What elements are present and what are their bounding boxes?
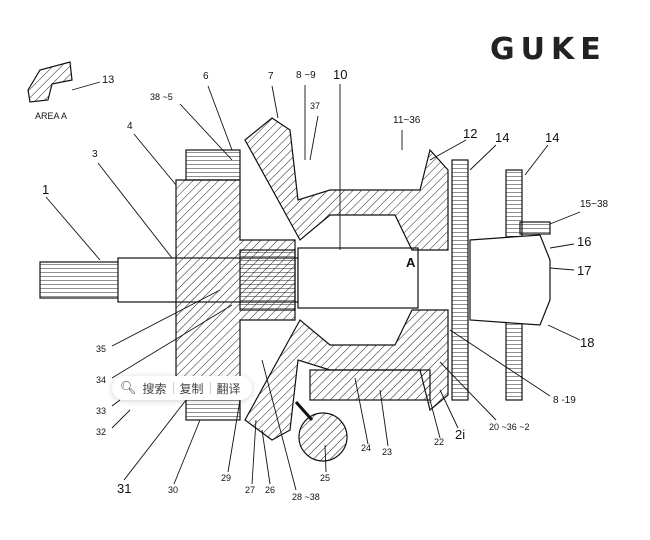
- callout-13: 13: [102, 74, 115, 86]
- search-icon[interactable]: 🔍︎: [120, 380, 137, 396]
- callout-20-36-2: 20 ~36 ~2: [489, 422, 530, 432]
- callout-8-19: 8 -19: [553, 395, 576, 406]
- translate-button[interactable]: 翻译: [216, 381, 241, 396]
- callout-16: 16: [577, 234, 592, 249]
- callout-26: 26: [265, 485, 276, 495]
- callout-24: 24: [361, 443, 372, 453]
- callout-6: 6: [203, 71, 209, 82]
- guke-logo: GUKE: [490, 32, 607, 67]
- callout-22: 22: [434, 437, 445, 447]
- callout-12: 12: [463, 126, 478, 141]
- callout-17: 17: [577, 263, 592, 278]
- callout-a: A: [406, 255, 416, 270]
- callout-33: 33: [96, 406, 107, 416]
- divider: [209, 382, 211, 394]
- callout-35: 35: [96, 344, 107, 354]
- callout-31: 31: [117, 481, 132, 496]
- callout-37: 37: [310, 101, 321, 111]
- callout-30: 30: [168, 485, 179, 495]
- callout-18: 18: [580, 335, 595, 350]
- callout-10: 10: [333, 67, 348, 82]
- callout-7: 7: [268, 71, 274, 82]
- callout-28-38: 28 ~38: [292, 492, 320, 502]
- search-button[interactable]: 搜索: [142, 381, 167, 396]
- callout-27: 27: [245, 485, 256, 495]
- callout-21: 2i: [455, 427, 466, 442]
- callout-4: 4: [127, 121, 133, 132]
- callout-8-9: 8 ~9: [296, 70, 316, 81]
- callout-15-38: 15~38: [580, 199, 609, 210]
- divider: [172, 382, 174, 394]
- callout-3: 3: [92, 149, 98, 160]
- callout-1: 1: [42, 182, 50, 197]
- callout-14a: 14: [495, 130, 510, 145]
- callout-29: 29: [221, 473, 232, 483]
- callout-14b: 14: [545, 130, 560, 145]
- copy-button[interactable]: 复制: [179, 381, 204, 396]
- callout-32: 32: [96, 427, 107, 437]
- callout-25: 25: [320, 473, 331, 483]
- callout-34: 34: [96, 375, 107, 385]
- text-selection-popup: 🔍︎ 搜索 复制 翻译: [112, 376, 252, 400]
- callout-11-36: 11~36: [393, 115, 421, 126]
- area-a-label: AREA A: [35, 111, 68, 121]
- callout-38-5: 38 ~5: [150, 92, 173, 102]
- callout-23: 23: [382, 447, 393, 457]
